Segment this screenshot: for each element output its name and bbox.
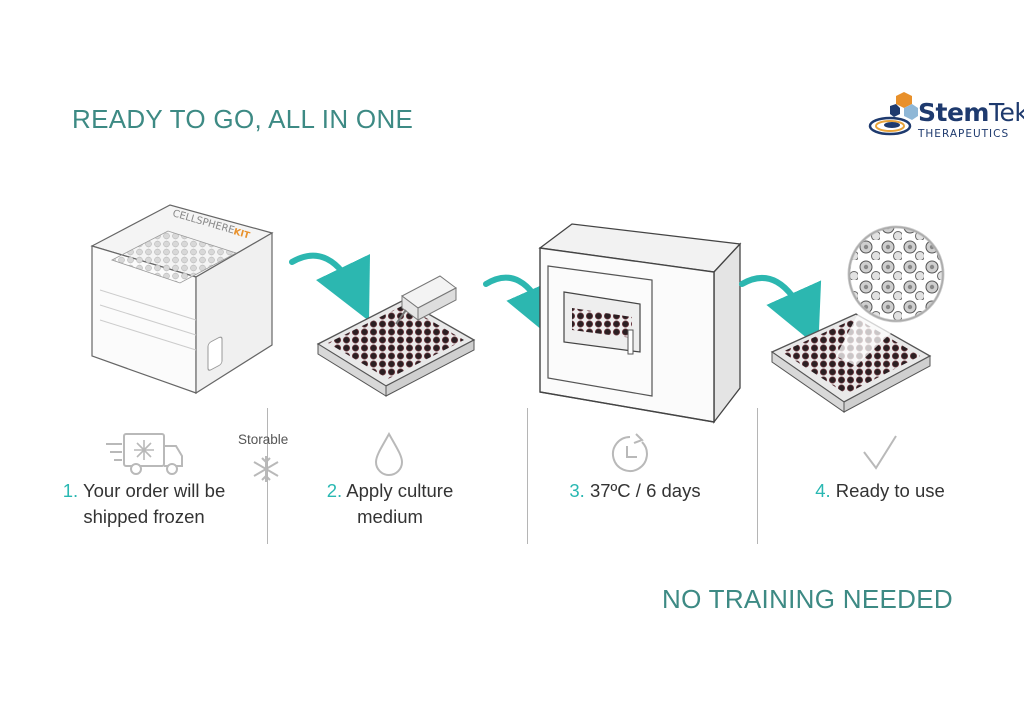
snowflake-icon — [253, 456, 279, 482]
divider-3 — [757, 408, 758, 544]
divider-2 — [527, 408, 528, 544]
truck-snowflake-icon — [106, 433, 183, 475]
arrow-2-to-3 — [483, 274, 562, 344]
arrow-3-to-4 — [739, 275, 822, 348]
incubator — [538, 223, 742, 424]
kit-suffix-label: KIT — [232, 227, 251, 241]
storable-label: Storable — [238, 432, 289, 447]
divider-1 — [267, 408, 268, 544]
plate-with-dropper — [316, 275, 476, 397]
timer-icon — [611, 433, 648, 472]
page-title: READY TO GO, ALL IN ONE — [72, 104, 414, 134]
ready-plate — [770, 225, 945, 413]
arrow-1-to-2 — [289, 252, 371, 322]
stemtek-logo — [868, 92, 918, 136]
logo-wordmark: StemTek — [918, 98, 1024, 127]
dropper-icon — [395, 275, 457, 325]
step-3-label: 3. 37ºC / 6 days — [569, 480, 701, 501]
cell-magnification-icon — [847, 225, 945, 323]
cellsphere-kit-box: CELLSPHERE KIT — [90, 204, 274, 395]
logo-subtitle: THERAPEUTICS — [918, 128, 1010, 140]
footer-tagline: NO TRAINING NEEDED — [662, 584, 953, 614]
checkmark-icon — [863, 435, 897, 470]
step-4-label: 4. Ready to use — [815, 480, 945, 501]
droplet-icon — [374, 431, 404, 476]
